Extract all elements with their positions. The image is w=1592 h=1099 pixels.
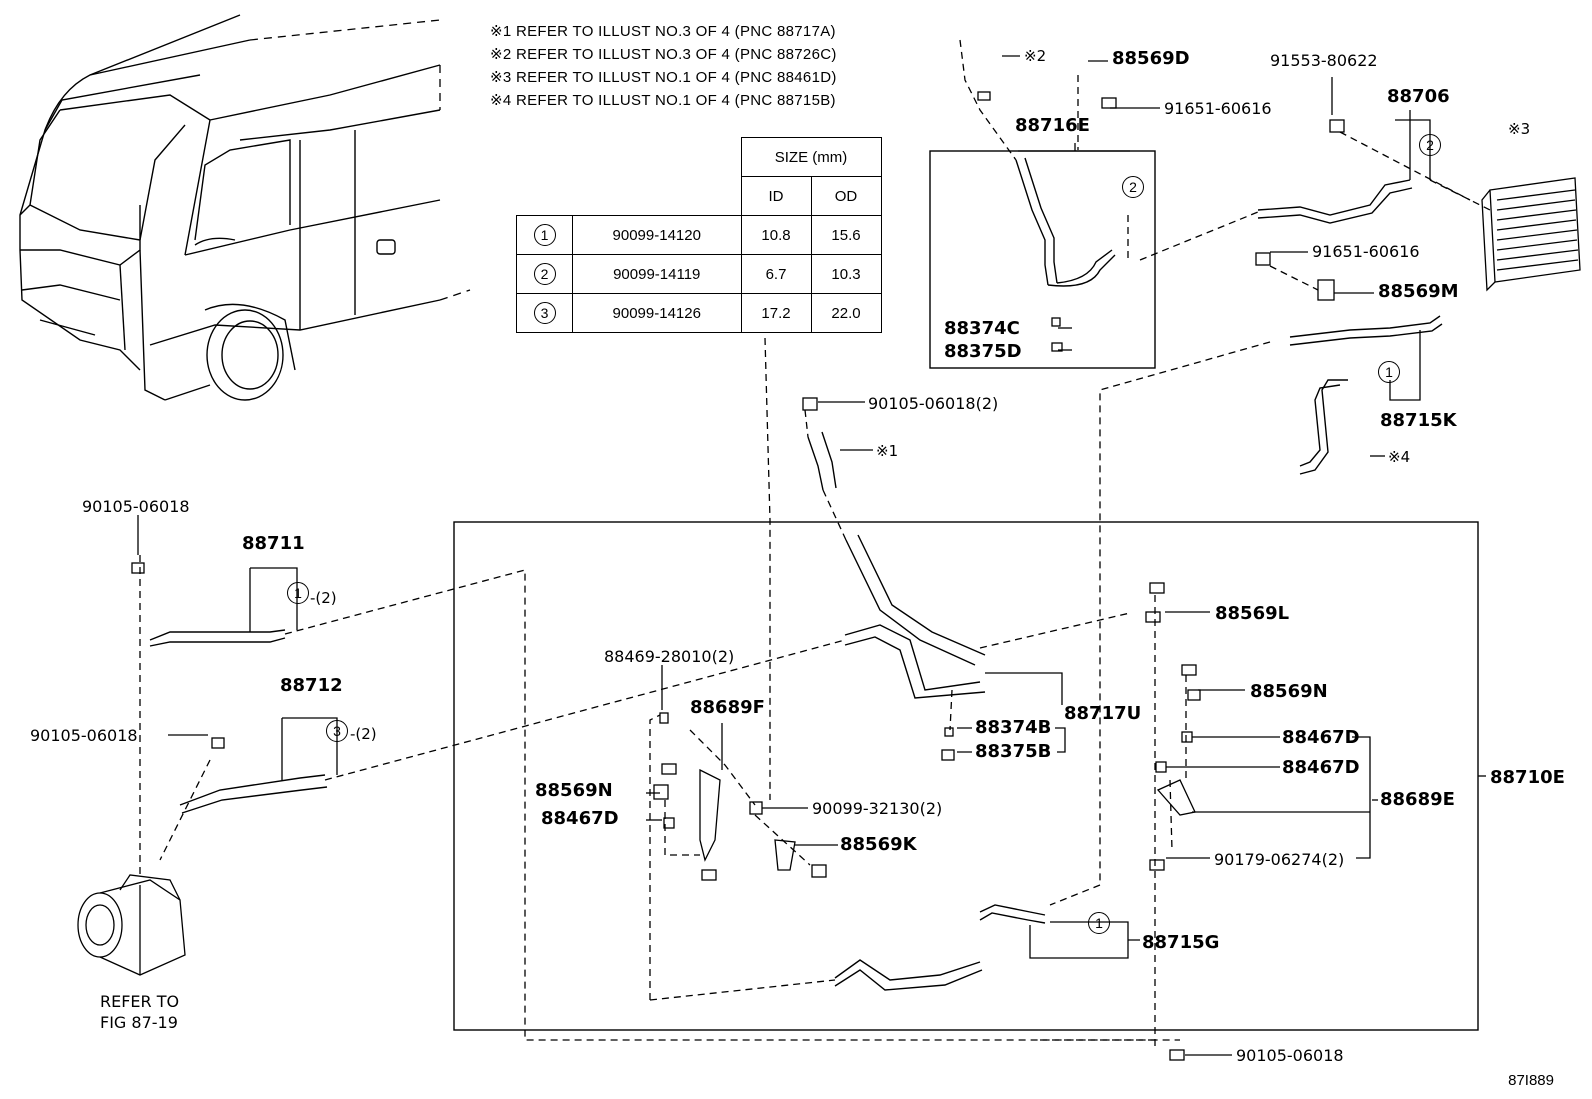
- qty-2-a: -(2): [310, 589, 337, 607]
- ref-mark-1: ※1: [876, 442, 899, 460]
- catalog-number: 87I889: [1508, 1072, 1554, 1089]
- col-od-header: OD: [810, 176, 882, 216]
- leader-lines: [137, 55, 1431, 1056]
- part-label-88712: 88712: [280, 675, 343, 696]
- part-label-88710E: 88710E: [1490, 767, 1565, 788]
- condenser: [1481, 177, 1581, 292]
- note-1: ※1 REFER TO ILLUST NO.3 OF 4 (PNC 88717A…: [490, 23, 836, 40]
- hose-mark: 1: [1088, 912, 1110, 934]
- hose-mark: 1: [287, 582, 309, 604]
- part-label-91553-80622: 91553-80622: [1270, 51, 1378, 70]
- part-label-88374B: 88374B: [975, 717, 1052, 738]
- part-label-88569D: 88569D: [1112, 48, 1190, 69]
- part-label-90105-06018-2: 90105-06018(2): [868, 394, 999, 413]
- ref-mark-2: ※2: [1024, 47, 1047, 65]
- hose-mark: 3: [326, 720, 348, 742]
- part-label-88717U: 88717U: [1064, 703, 1142, 724]
- hose-size-table: SIZE (mm) ID OD 1 90099-14120 10.8 15.6 …: [516, 137, 882, 333]
- part-label-88711: 88711: [242, 533, 305, 554]
- size-header: SIZE (mm): [740, 137, 882, 177]
- part-label-88467D-b: 88467D: [1282, 727, 1360, 748]
- row-od: 10.3: [810, 254, 882, 294]
- refer-to-label: REFER TO: [100, 992, 180, 1011]
- qty-2-b: -(2): [350, 725, 377, 743]
- part-label-88375B: 88375B: [975, 741, 1052, 762]
- hardware: [131, 91, 1345, 1061]
- part-label-88569N-a: 88569N: [535, 780, 613, 801]
- ref-mark-3: ※3: [1508, 120, 1531, 138]
- note-3: ※3 REFER TO ILLUST NO.1 OF 4 (PNC 88461D…: [490, 69, 837, 86]
- hose-mark: 2: [1419, 134, 1441, 156]
- part-label-90099-32130: 90099-32130(2): [812, 799, 943, 818]
- note-2: ※2 REFER TO ILLUST NO.3 OF 4 (PNC 88726C…: [490, 46, 837, 63]
- table-row: 2 90099-14119 6.7 10.3: [516, 254, 882, 294]
- part-label-88569L: 88569L: [1215, 603, 1290, 624]
- van-illustration: [19, 14, 441, 401]
- part-label-88569M: 88569M: [1378, 281, 1459, 302]
- part-label-88715K: 88715K: [1380, 410, 1457, 431]
- row-id: 17.2: [740, 293, 812, 333]
- refer-fig-label: FIG 87-19: [100, 1013, 178, 1032]
- row-mark: 1: [533, 224, 556, 246]
- row-id: 10.8: [740, 215, 812, 255]
- note-4: ※4 REFER TO ILLUST NO.1 OF 4 (PNC 88715B…: [490, 92, 836, 109]
- part-label-91651-60616-b: 91651-60616: [1312, 242, 1420, 261]
- hose-mark: 2: [1122, 176, 1144, 198]
- hose-mark: 1: [1378, 361, 1400, 383]
- part-label-88716E: 88716E: [1015, 115, 1090, 136]
- row-mark: 2: [533, 263, 556, 285]
- row-od: 22.0: [810, 293, 882, 333]
- part-label-88569K: 88569K: [840, 834, 917, 855]
- row-part: 90099-14120: [572, 215, 742, 255]
- part-label-88374C: 88374C: [944, 318, 1020, 339]
- table-row: 1 90099-14120 10.8 15.6: [516, 215, 882, 255]
- compressor: [77, 874, 186, 976]
- row-part: 90099-14119: [572, 254, 742, 294]
- row-part: 90099-14126: [572, 293, 742, 333]
- part-label-88469-28010: 88469-28010(2): [604, 647, 735, 666]
- table-row: 3 90099-14126 17.2 22.0: [516, 293, 882, 333]
- part-label-88689E: 88689E: [1380, 789, 1455, 810]
- part-label-88715G: 88715G: [1142, 932, 1220, 953]
- part-label-91651-60616: 91651-60616: [1164, 99, 1272, 118]
- col-id-header: ID: [740, 176, 812, 216]
- part-label-90105-06018-a: 90105-06018: [82, 497, 190, 516]
- row-id: 6.7: [740, 254, 812, 294]
- part-label-88689F: 88689F: [690, 697, 765, 718]
- part-label-90179-06274: 90179-06274(2): [1214, 850, 1345, 869]
- ref-mark-4: ※4: [1388, 448, 1411, 466]
- part-label-88467D-c: 88467D: [1282, 757, 1360, 778]
- part-label-90105-06018-c: 90105-06018: [1236, 1046, 1344, 1065]
- part-label-88706: 88706: [1387, 86, 1450, 107]
- part-label-88569N-b: 88569N: [1250, 681, 1328, 702]
- connection-dashes: [139, 39, 1491, 1050]
- part-label-88467D-a: 88467D: [541, 808, 619, 829]
- row-od: 15.6: [810, 215, 882, 255]
- part-label-90105-06018-b: 90105-06018: [30, 726, 138, 745]
- row-mark: 3: [533, 302, 556, 324]
- part-label-88375D: 88375D: [944, 341, 1022, 362]
